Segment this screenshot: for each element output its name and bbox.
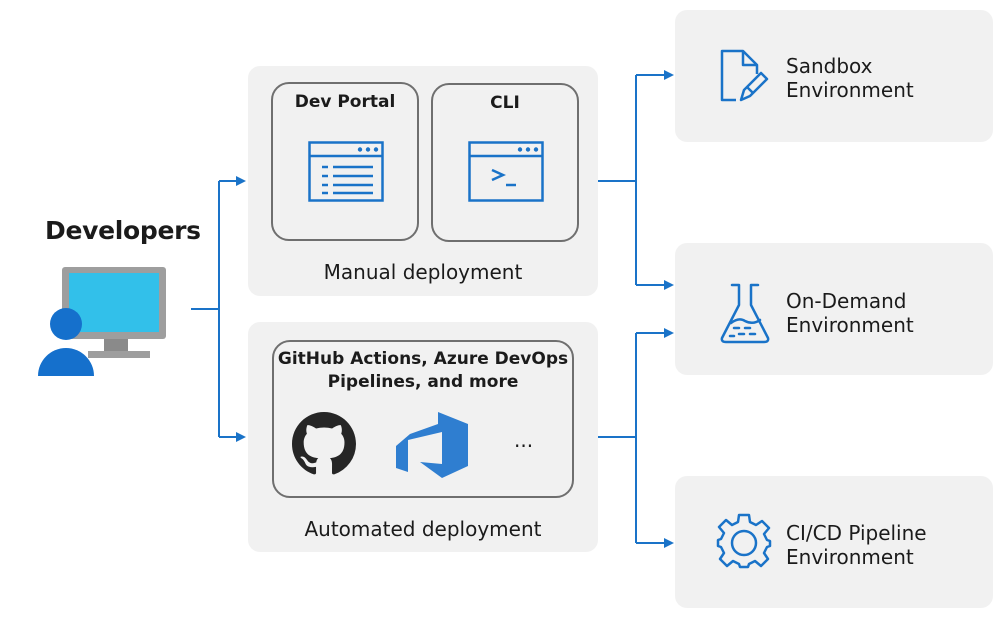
dev-portal-label: Dev Portal <box>294 92 396 112</box>
sandbox-environment-card[interactable]: Sandbox Environment <box>675 10 993 142</box>
gear-icon <box>715 512 773 574</box>
ci-tools-label-line2: Pipelines, and more <box>327 372 519 392</box>
sandbox-label-line2: Environment <box>786 78 914 102</box>
cicd-label-line1: CI/CD Pipeline <box>786 521 927 545</box>
cli-card[interactable]: CLI <box>431 83 579 242</box>
document-edit-icon <box>719 48 771 108</box>
dev-portal-card[interactable]: Dev Portal <box>271 82 419 241</box>
ondemand-label-line1: On-Demand <box>786 289 907 313</box>
manual-deployment-label: Manual deployment <box>323 260 523 284</box>
ondemand-environment-label: On-Demand Environment <box>786 289 914 337</box>
ci-tools-label: GitHub Actions, Azure DevOps Pipelines, … <box>274 348 572 394</box>
cli-label: CLI <box>490 93 520 113</box>
ci-tools-label-line1: GitHub Actions, Azure DevOps <box>277 349 569 369</box>
more-ellipsis-icon: ... <box>514 428 534 452</box>
automated-deployment-label: Automated deployment <box>304 517 542 541</box>
ci-tools-card[interactable]: GitHub Actions, Azure DevOps Pipelines, … <box>272 340 574 498</box>
developers-title: Developers <box>45 216 201 245</box>
developer-computer-icon <box>36 264 171 379</box>
azure-devops-icon <box>396 410 468 484</box>
ondemand-label-line2: Environment <box>786 313 914 337</box>
cicd-label-line2: Environment <box>786 545 914 569</box>
sandbox-label-line1: Sandbox <box>786 54 873 78</box>
terminal-window-icon <box>468 141 544 207</box>
cicd-environment-card[interactable]: CI/CD Pipeline Environment <box>675 476 993 608</box>
manual-deployment-panel: Dev Portal CLI <box>248 66 598 296</box>
browser-window-icon <box>308 141 384 207</box>
cicd-environment-label: CI/CD Pipeline Environment <box>786 521 927 569</box>
flask-icon <box>719 283 771 349</box>
sandbox-environment-label: Sandbox Environment <box>786 54 914 102</box>
github-icon <box>292 412 356 480</box>
automated-deployment-panel: GitHub Actions, Azure DevOps Pipelines, … <box>248 322 598 552</box>
ondemand-environment-card[interactable]: On-Demand Environment <box>675 243 993 375</box>
